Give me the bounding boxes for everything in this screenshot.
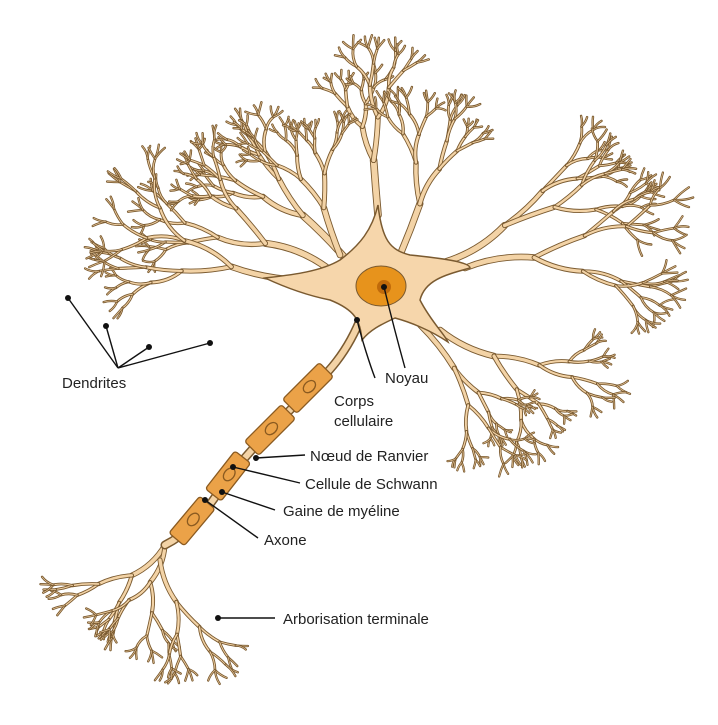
dendrite-branch-fill (400, 204, 420, 255)
cell-body (265, 205, 470, 342)
dendrite-branch-fill (500, 447, 515, 455)
dendrite-branch (208, 670, 215, 680)
dendrite-branch (110, 302, 117, 311)
noyau-pointer-dot (381, 284, 387, 290)
dendrite-branch-fill (376, 65, 383, 73)
dendrite-branch (592, 129, 598, 142)
schwann-cell (169, 496, 215, 546)
dendrite-branch (101, 261, 104, 276)
dendrites-pointer-dot (146, 344, 152, 350)
terminal-arborization-branches (41, 545, 248, 684)
dendrite-branch (654, 233, 673, 241)
schwann-cell (283, 363, 334, 414)
axone-leader (205, 500, 258, 538)
dendrites-leader (68, 298, 118, 368)
label-corps-line1: Corps (334, 393, 374, 410)
dendrites-pointer-dot (65, 295, 71, 301)
dendrite-branch-fill (506, 456, 513, 463)
dendrite-branch-fill (643, 273, 662, 282)
dendrite-branch-fill (324, 173, 325, 207)
myelin-segment (283, 363, 334, 414)
dendrite-branch (138, 198, 143, 210)
dendrites-pointer-dot (103, 323, 109, 329)
dendrite-branch (569, 350, 584, 362)
dendrite-branch (163, 655, 170, 670)
dendrite-branch-fill (149, 148, 156, 159)
label-arborisation-terminale: Arborisation terminale (283, 611, 429, 628)
label-noyau: Noyau (385, 370, 428, 387)
dendrite-branch (637, 240, 651, 245)
dendrite-branch (129, 582, 150, 600)
myelin-segment (245, 405, 296, 456)
dendrite-branch-fill (147, 613, 152, 636)
dendrite-branch (143, 210, 160, 220)
dendrite-branch (410, 114, 420, 134)
dendrite-branch-fill (494, 356, 517, 389)
dendrite-branch-fill (419, 117, 426, 135)
myeline-leader (222, 492, 275, 510)
axone-pointer-dot (202, 497, 208, 503)
dendrite-branch (144, 220, 160, 226)
dendrite-branch-fill (301, 179, 324, 208)
dendrite-branch-fill (505, 207, 555, 225)
dendrite-branch (155, 250, 166, 262)
dendrite-branch (632, 322, 638, 333)
dendrite-branch (617, 381, 628, 386)
schwann-leader (233, 467, 300, 483)
label-dendrites: Dendrites (62, 375, 126, 392)
dendrite-branch-fill (265, 243, 330, 270)
dendrites-leader (106, 326, 118, 368)
dendrite-branch (406, 87, 412, 98)
dendrite-branch-fill (152, 613, 163, 631)
dendrite-branch-fill (315, 138, 316, 153)
ranvier-pointer-dot (253, 455, 259, 461)
dendrite-branch (660, 299, 674, 305)
dendrite-branch-fill (555, 185, 582, 207)
dendrite-branch (650, 287, 671, 296)
dendrites-pointer-dot (207, 340, 213, 346)
dendrite-branch (134, 220, 145, 225)
schwann-pointer-dot (230, 464, 236, 470)
dendrite-branch (617, 182, 627, 187)
dendrite-branch-fill (236, 208, 265, 243)
schwann-cell (245, 405, 296, 456)
dendrites-leader (118, 347, 149, 368)
corps-pointer-dot (354, 317, 360, 323)
dendrite-branch (602, 176, 617, 181)
dendrite-branch-fill (65, 595, 78, 606)
dendrite-branch (672, 235, 686, 241)
dendrite-branch (184, 241, 231, 267)
dendrite-branch-fill (181, 656, 189, 669)
dendrite-branch (633, 306, 638, 322)
ranvier-leader (256, 455, 305, 458)
dendrite-branch (644, 219, 659, 225)
myeline-pointer-dot (219, 489, 225, 495)
dendrite-branch (94, 218, 106, 222)
arborisation-pointer-dot (215, 615, 221, 621)
label-corps-line2: cellulaire (334, 413, 393, 430)
dendrite-branch-fill (315, 153, 324, 174)
myelin-segment (169, 496, 215, 546)
label-axone: Axone (264, 532, 307, 549)
dendrite-branch (116, 275, 129, 282)
dendrite-branch (136, 636, 146, 648)
label-gaine-myeline: Gaine de myéline (283, 503, 400, 520)
dendrite-branch-fill (465, 257, 534, 268)
dendrite-branch-fill (440, 330, 494, 356)
label-noeud-ranvier: Nœud de Ranvier (310, 448, 428, 465)
dendrite-branch (399, 46, 405, 54)
dendrite-branch (86, 609, 96, 615)
dendrites-leader (118, 343, 210, 368)
dendrite-branch-fill (534, 236, 585, 258)
dendrite-branch-fill (479, 393, 489, 413)
dendrite-branch-fill (456, 449, 463, 459)
label-cellule-schwann: Cellule de Schwann (305, 476, 438, 493)
dendrite-branch (558, 426, 564, 432)
dendrite-branch (650, 200, 674, 205)
dendrite-branch (539, 365, 572, 377)
dendrite-branch-fill (167, 204, 185, 223)
